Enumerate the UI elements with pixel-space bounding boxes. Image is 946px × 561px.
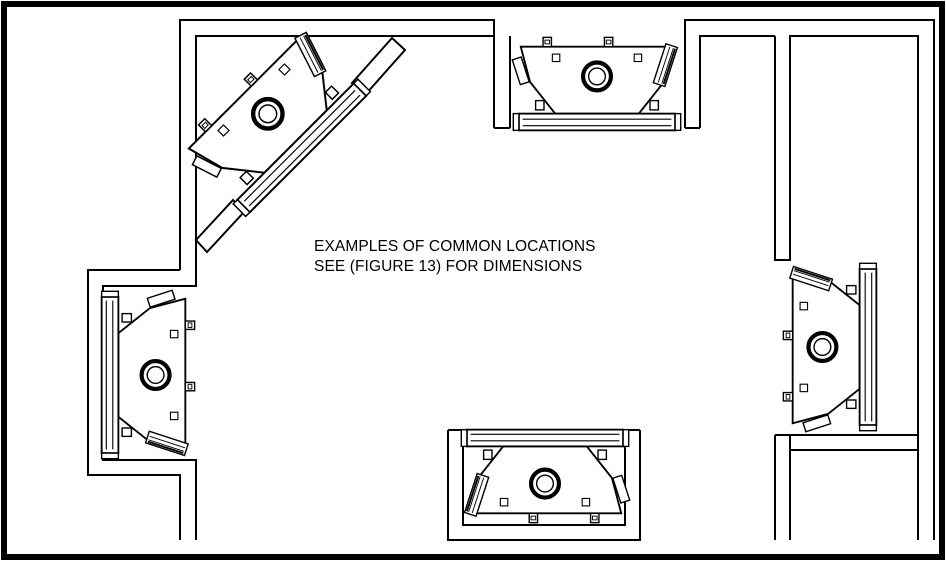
diagram-caption: EXAMPLES OF COMMON LOCATIONS SEE (FIGURE… [314,237,596,277]
room-walls [87,19,935,541]
fireplace-unit-corner [176,22,371,217]
fireplace-unit-left-alcove [102,290,195,458]
caption-line-1: EXAMPLES OF COMMON LOCATIONS [314,238,596,255]
fireplace-unit-bottom-alcove [461,430,629,523]
fireplace-unit-top-alcove [512,37,680,130]
fireplace-unit-right-alcove [783,263,876,431]
caption-line-2: SEE (FIGURE 13) FOR DIMENSIONS [314,258,583,275]
